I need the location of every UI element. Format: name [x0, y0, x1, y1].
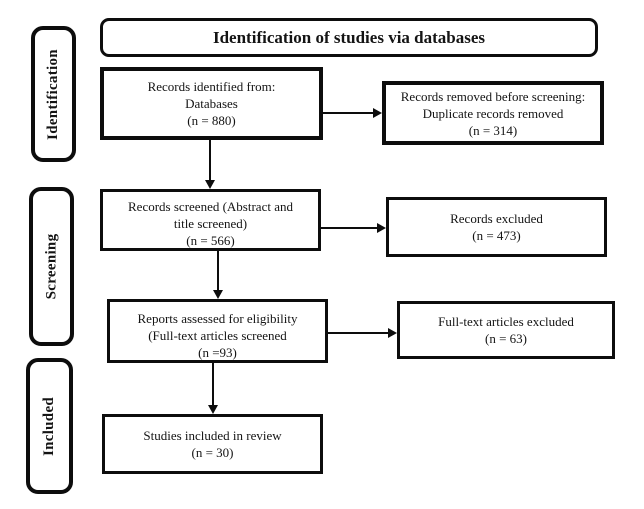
- arrow-right-screened-to-excluded-icon: [321, 223, 386, 233]
- box-text-line: Records excluded: [450, 211, 543, 226]
- box-reports-assessed: Reports assessed for eligibility (Full-t…: [107, 299, 328, 363]
- arrow-down-screened-to-assessed-icon: [213, 251, 223, 299]
- box-records-removed: Records removed before screening: Duplic…: [382, 81, 604, 145]
- box-text-line: (Full-text articles screened: [148, 328, 287, 343]
- box-text-line: Records screened (Abstract and: [128, 199, 293, 214]
- box-text-line: (n = 566): [186, 233, 235, 248]
- box-text-line: Records identified from:: [147, 79, 276, 94]
- box-fulltext-excluded: Full-text articles excluded (n = 63): [397, 301, 615, 359]
- box-text-line: (n = 30): [191, 445, 234, 460]
- stage-label-screening: Screening: [43, 233, 60, 300]
- box-text-line: (n = 473): [472, 228, 521, 243]
- box-studies-included: Studies included in review (n = 30): [102, 414, 323, 474]
- box-records-excluded: Records excluded (n = 473): [386, 197, 607, 257]
- header-title: Identification of studies via databases: [212, 27, 486, 47]
- box-text-line: (n = 880): [187, 113, 236, 128]
- stage-box-identification: Identification: [31, 26, 76, 162]
- arrow-right-assessed-to-fulltext-excluded-icon: [328, 328, 397, 338]
- box-text-line: Duplicate records removed: [422, 105, 564, 121]
- box-text-line: (n = 314): [468, 122, 518, 138]
- box-text-line: Databases: [185, 96, 238, 111]
- stage-box-included: Included: [26, 358, 73, 494]
- arrow-right-identified-to-removed-icon: [323, 108, 382, 118]
- box-text-line: Studies included in review: [143, 428, 282, 443]
- box-text-line: Full-text articles excluded: [438, 314, 574, 329]
- header-banner: Identification of studies via databases: [100, 18, 598, 57]
- box-text-line: (n =93): [198, 345, 237, 360]
- box-text-line: (n = 63): [485, 331, 527, 346]
- stage-box-screening: Screening: [29, 187, 74, 346]
- box-text-line: title screened): [173, 216, 248, 231]
- stage-label-identification: Identification: [45, 48, 61, 140]
- arrow-down-identified-to-screened-icon: [205, 140, 215, 189]
- stage-label-included: Included: [41, 396, 57, 456]
- box-records-screened: Records screened (Abstract and title scr…: [100, 189, 321, 251]
- box-text-line: Reports assessed for eligibility: [137, 311, 298, 326]
- box-text-line: Records removed before screening:: [400, 88, 586, 104]
- arrow-down-assessed-to-included-icon: [208, 363, 218, 414]
- box-records-identified: Records identified from: Databases (n = …: [100, 67, 323, 140]
